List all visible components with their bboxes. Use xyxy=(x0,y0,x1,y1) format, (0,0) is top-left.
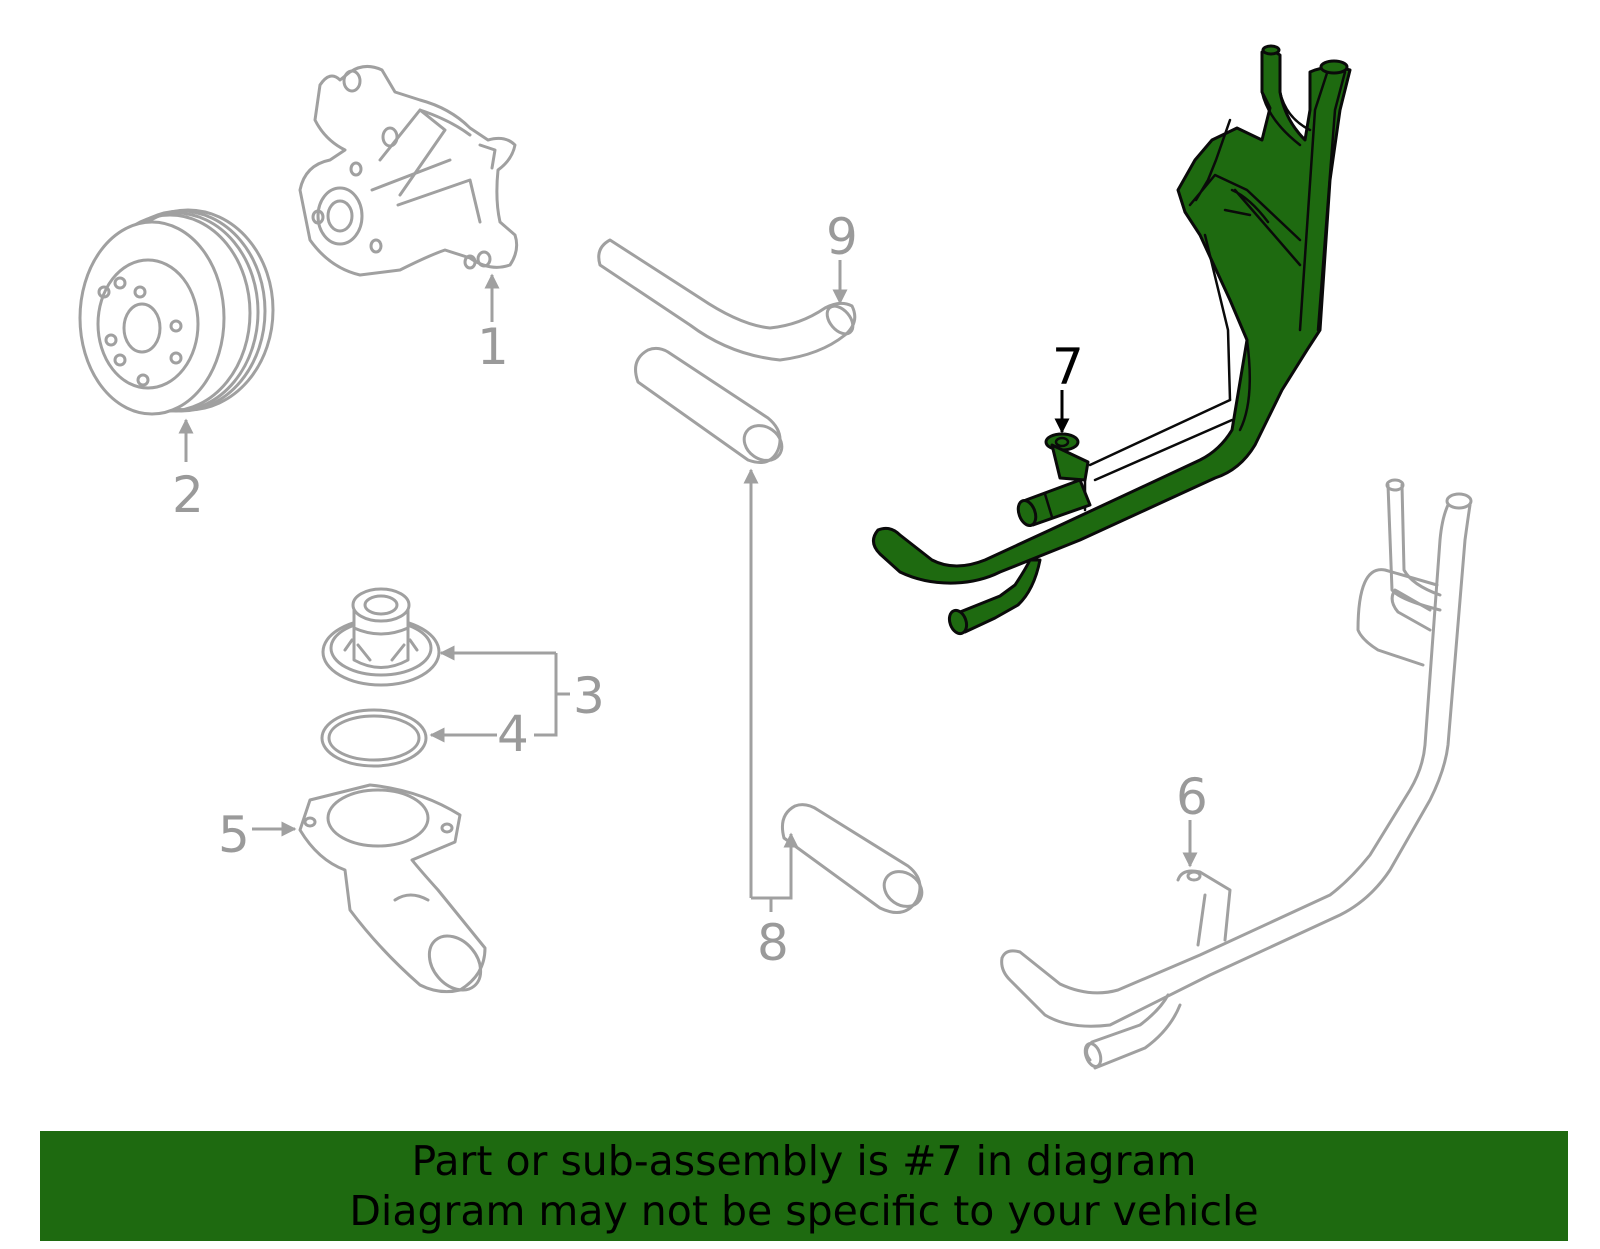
callout-3: 3 xyxy=(573,667,605,725)
banner-line-2: Diagram may not be specific to your vehi… xyxy=(349,1187,1259,1235)
callout-6: 6 xyxy=(1176,768,1208,826)
pulley-part[interactable] xyxy=(78,208,275,416)
hose-9-part[interactable] xyxy=(597,238,858,362)
water-pipe-7-highlighted-part[interactable] xyxy=(872,44,1352,636)
callout-8: 8 xyxy=(757,914,789,972)
parts-diagram: 1 2 9 8 xyxy=(78,44,1473,1070)
info-banner: Part or sub-assembly is #7 in diagram Di… xyxy=(40,1131,1568,1241)
banner-line-1: Part or sub-assembly is #7 in diagram xyxy=(411,1137,1197,1185)
callout-4: 4 xyxy=(497,705,529,763)
callout-2: 2 xyxy=(172,466,204,524)
callout-7: 7 xyxy=(1052,338,1084,396)
water-outlet-part[interactable] xyxy=(298,783,491,1000)
water-pipe-6-part[interactable] xyxy=(1000,478,1473,1070)
hose-8-lower-part[interactable] xyxy=(780,803,928,914)
gasket-part[interactable] xyxy=(320,708,428,768)
callout-5: 5 xyxy=(218,806,250,864)
thermostat-part[interactable] xyxy=(321,587,441,687)
hose-8-upper-part[interactable] xyxy=(634,346,789,467)
callout-9: 9 xyxy=(826,208,858,266)
water-pump-part[interactable] xyxy=(298,65,519,277)
callout-1: 1 xyxy=(477,318,509,376)
